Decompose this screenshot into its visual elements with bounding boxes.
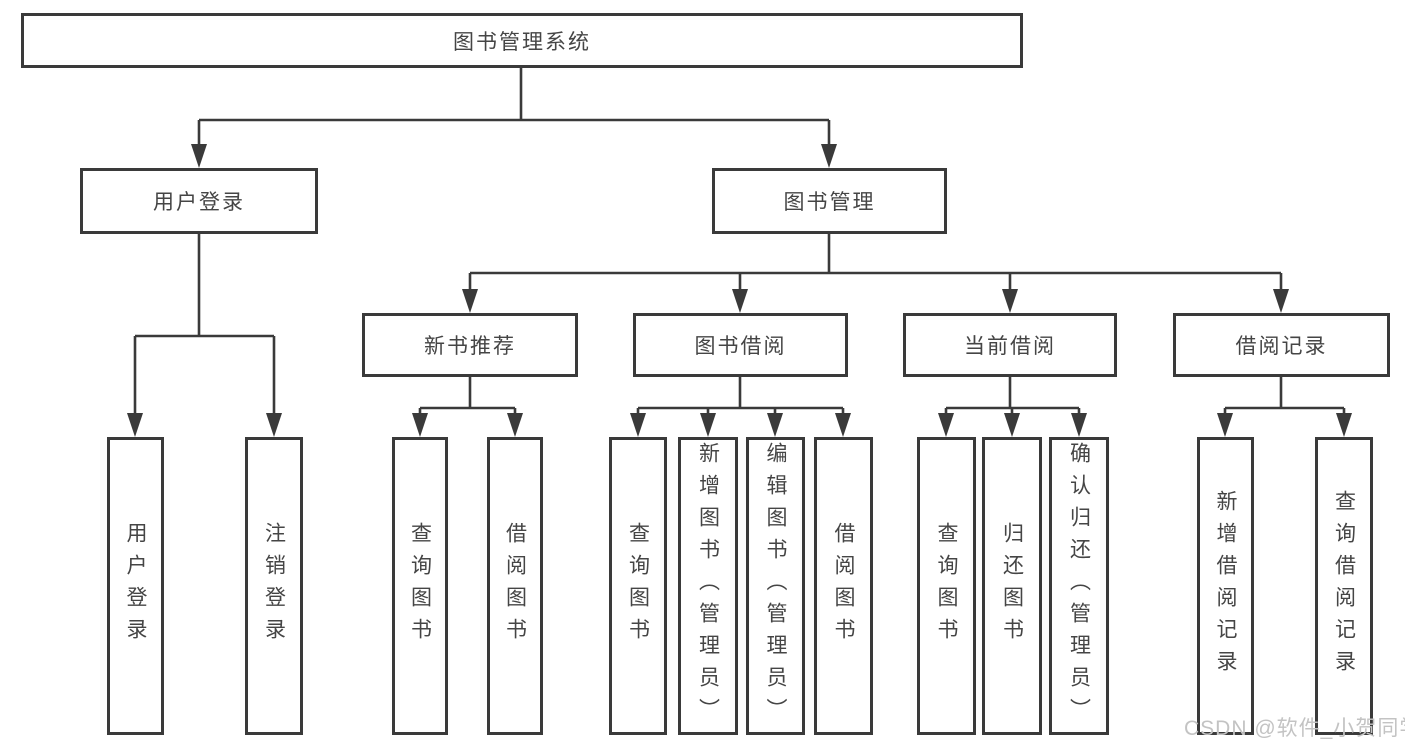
leaf-borrow-books-borrowing: 借阅图书	[814, 437, 873, 735]
leaf-user-login: 用户登录	[107, 437, 164, 735]
leaf-return-books: 归还图书	[982, 437, 1042, 735]
node-user-login: 用户登录	[80, 168, 318, 234]
node-borrow-records: 借阅记录	[1173, 313, 1390, 377]
leaf-logout: 注销登录	[245, 437, 303, 735]
leaf-borrow-books-recommend: 借阅图书	[487, 437, 543, 735]
edge-records-trunk	[1223, 377, 1346, 414]
edge-current-trunk	[944, 377, 1081, 414]
leaf-add-borrow-record: 新增借阅记录	[1197, 437, 1254, 735]
node-book-management: 图书管理	[712, 168, 947, 234]
csdn-watermark: CSDN @软件_小贺同学	[1184, 717, 1405, 740]
leaf-edit-book-admin: 编辑图书（管理员）	[746, 437, 805, 735]
edge-root-trunk	[197, 68, 831, 146]
node-new-book-recommend: 新书推荐	[362, 313, 578, 377]
arrowheads	[127, 144, 1352, 437]
leaf-query-books-borrowing: 查询图书	[609, 437, 667, 735]
node-root: 图书管理系统	[21, 13, 1023, 68]
leaf-confirm-return-admin: 确认归还（管理员）	[1049, 437, 1109, 735]
leaf-query-books-current: 查询图书	[917, 437, 976, 735]
edge-bookmgmt-trunk	[468, 234, 1283, 291]
node-book-borrowing: 图书借阅	[633, 313, 848, 377]
leaf-query-borrow-record: 查询借阅记录	[1315, 437, 1373, 735]
leaf-query-books-recommend: 查询图书	[392, 437, 448, 735]
edge-borrowing-trunk	[636, 377, 845, 414]
edge-userlogin-trunk	[133, 234, 276, 414]
leaf-add-book-admin: 新增图书（管理员）	[678, 437, 738, 735]
node-current-borrowing: 当前借阅	[903, 313, 1117, 377]
edge-newbook-trunk	[418, 377, 517, 414]
